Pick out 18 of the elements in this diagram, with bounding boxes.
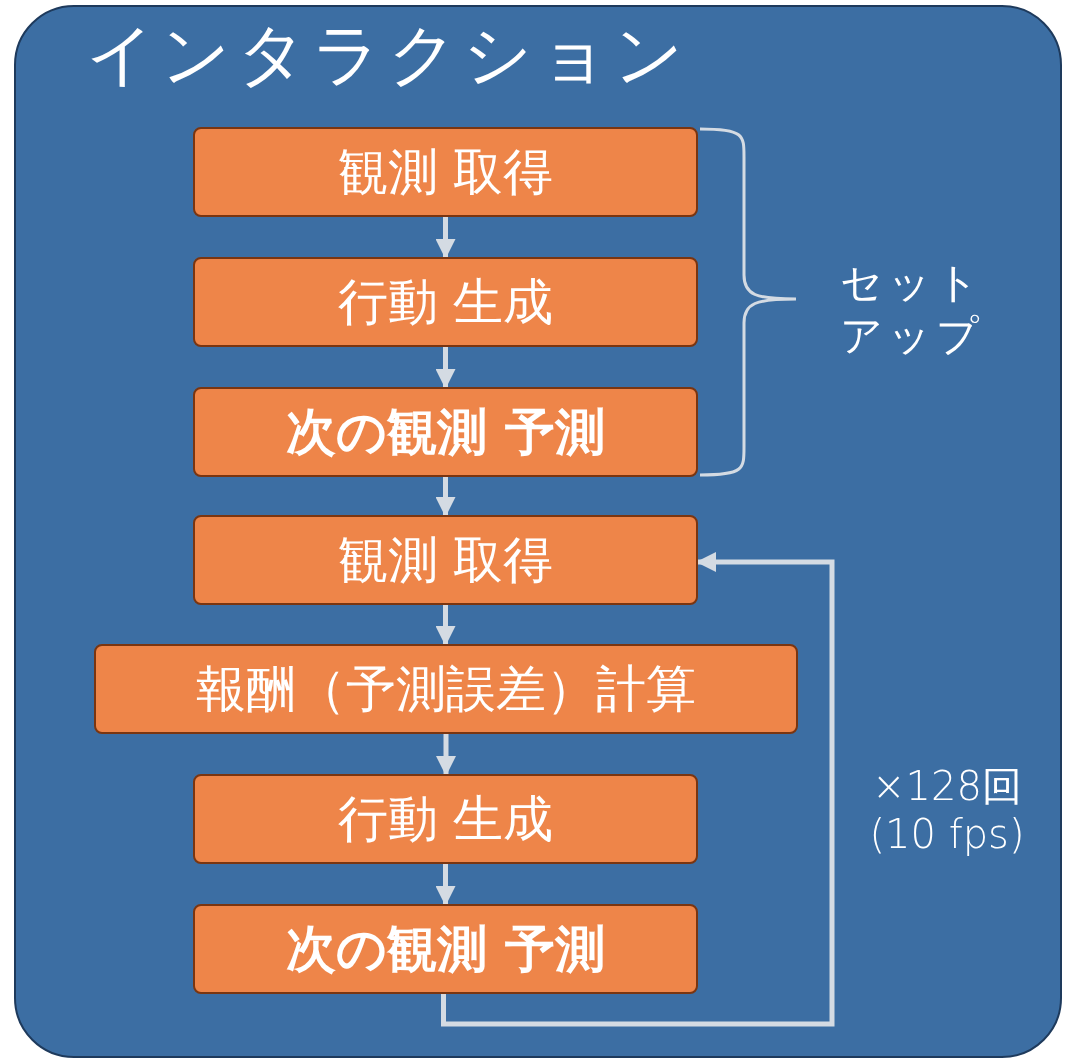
- process-box: 観測 取得: [193, 127, 698, 217]
- group-panel: [14, 5, 1062, 1058]
- process-box: 報酬（予測誤差）計算: [94, 644, 798, 734]
- edge-label: ×128回 (10 fps): [868, 762, 1026, 858]
- process-box: 行動 生成: [193, 257, 698, 347]
- process-box: 行動 生成: [193, 774, 698, 864]
- panel-title: インタラクション: [86, 21, 690, 89]
- arrow: [435, 347, 456, 389]
- arrow: [435, 217, 456, 259]
- brace-label: セットアップ: [840, 257, 986, 362]
- process-box: 次の観測 予測: [193, 904, 698, 994]
- process-box: 観測 取得: [193, 515, 698, 605]
- arrow: [435, 864, 456, 906]
- arrow: [435, 605, 456, 646]
- arrow: [436, 734, 456, 776]
- arrow: [435, 477, 456, 517]
- arrow: [441, 552, 835, 1027]
- process-box: 次の観測 予測: [193, 387, 698, 477]
